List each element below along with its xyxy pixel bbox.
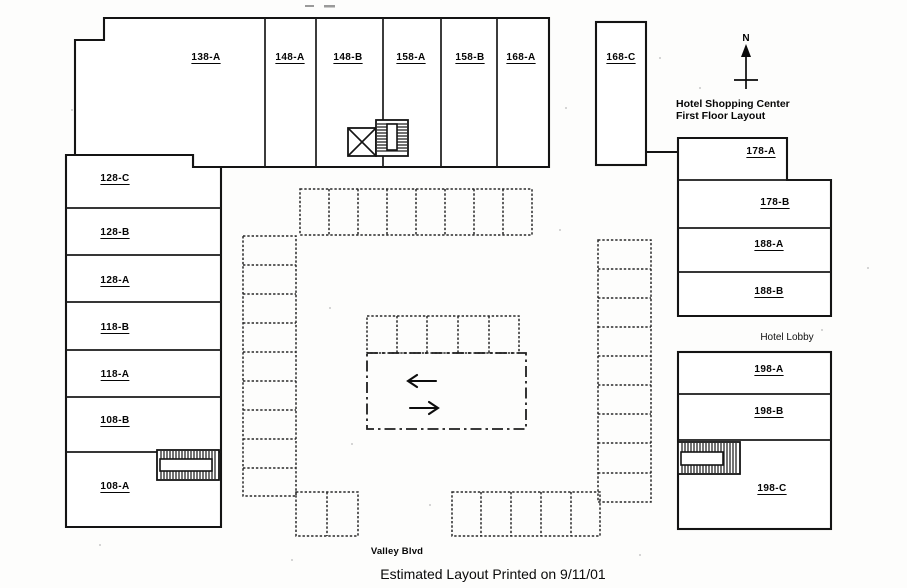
- east-parking-column: [597, 239, 652, 503]
- north-arrow-icon: [741, 44, 751, 57]
- title-block: Hotel Shopping Center First Floor Layout: [676, 98, 790, 122]
- unit-label-128-B: 128-B: [100, 227, 129, 238]
- unit-label-188-A: 188-A: [754, 239, 783, 250]
- unit-label-118-B: 118-B: [101, 322, 130, 333]
- title-line-1: Hotel Shopping Center: [676, 98, 790, 110]
- unit-label-138-A: 138-A: [191, 52, 220, 63]
- elevator-core-north: [347, 127, 377, 157]
- west-building-block: 128-C 128-B 128-A 118-B 118-A 108-B 108-…: [64, 153, 223, 529]
- compass-north-label: N: [742, 33, 749, 44]
- stair-core-north: [375, 119, 409, 157]
- unit-label-188-B: 188-B: [754, 286, 783, 297]
- title-line-2: First Floor Layout: [676, 110, 766, 122]
- unit-label-178-B: 178-B: [760, 197, 789, 208]
- unit-label-128-C: 128-C: [100, 173, 129, 184]
- unit-label-148-B: 148-B: [333, 52, 362, 63]
- north-building-block: 138-A 148-A 148-B 158-A 158-B 168-A: [73, 16, 551, 169]
- unit-label-168-C: 168-C: [606, 52, 635, 63]
- compass-rose: N: [734, 33, 758, 89]
- east-lower-building-block: 198-A 198-B 198-C: [676, 350, 833, 531]
- stair-core-108a: [156, 449, 220, 481]
- east-upper-building-block: 178-A 178-B 188-A 188-B: [676, 136, 833, 318]
- center-parking-row: [366, 315, 520, 354]
- unit-label-198-A: 198-A: [754, 364, 783, 375]
- unit-label-198-C: 198-C: [757, 483, 786, 494]
- south-right-parking-row: [451, 491, 601, 537]
- unit-label-108-B: 108-B: [100, 415, 129, 426]
- south-left-parking-row: [295, 491, 359, 537]
- unit-label-178-A: 178-A: [746, 146, 775, 157]
- arrow-west-icon: [406, 373, 438, 389]
- unit-label-108-A: 108-A: [100, 481, 129, 492]
- unit-block-168-C: 168-C: [594, 20, 678, 167]
- street-label-valley-blvd: Valley Blvd: [371, 546, 423, 557]
- unit-label-168-A: 168-A: [506, 52, 535, 63]
- hotel-lobby-label: Hotel Lobby: [760, 332, 813, 343]
- unit-label-158-B: 158-B: [455, 52, 484, 63]
- west-parking-column: [242, 235, 297, 497]
- unit-label-198-B: 198-B: [754, 406, 783, 417]
- north-parking-row: [299, 188, 533, 236]
- unit-label-128-A: 128-A: [100, 275, 129, 286]
- arrow-east-icon: [408, 400, 440, 416]
- stair-core-198c: [677, 441, 741, 475]
- footer-print-note: Estimated Layout Printed on 9/11/01: [380, 566, 606, 582]
- unit-label-148-A: 148-A: [275, 52, 304, 63]
- drive-aisle: [366, 352, 527, 430]
- unit-label-158-A: 158-A: [396, 52, 425, 63]
- unit-label-118-A: 118-A: [101, 369, 130, 380]
